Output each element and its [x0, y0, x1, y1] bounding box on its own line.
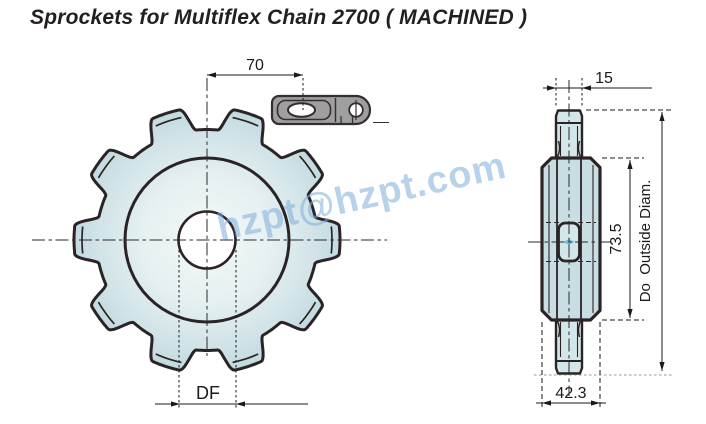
dim-df-label: DF	[196, 383, 220, 403]
hub-chamfer-lines	[548, 165, 594, 313]
page-title: Sprockets for Multiflex Chain 2700 ( MAC…	[30, 6, 528, 29]
dim-15: 15	[543, 70, 652, 108]
plate-edges-through-hub	[556, 159, 582, 319]
plate-face-lines	[559, 126, 579, 357]
tooth-root-fillets	[556, 140, 582, 338]
dim-42-3-arrow-right	[591, 400, 600, 406]
dim-42-3-arrow-left	[542, 400, 551, 406]
side-extension-lines	[534, 109, 672, 410]
dim-42-3: 42.3	[536, 385, 606, 406]
dim-73-5: 73.5	[608, 160, 633, 318]
dim-15-arrow-right	[582, 85, 591, 91]
hub-hidden-lines	[546, 222, 596, 262]
dim-15-arrow-left	[547, 85, 556, 91]
dim-15-label: 15	[595, 70, 613, 87]
dim-70-arrow-left	[207, 72, 216, 78]
dim-70: 70	[207, 57, 304, 110]
dim-73-5-label: 73.5	[608, 223, 625, 254]
dim-73-5-arrow-bottom	[627, 309, 633, 318]
chain-link-plate	[276, 99, 332, 121]
dim-70-label: 70	[246, 57, 264, 74]
dim-do-label: Do Outside Diam.	[637, 180, 654, 303]
chain-link-slot	[287, 102, 316, 118]
front-view: 70 DF	[32, 57, 389, 410]
dim-df-arrow-right	[236, 401, 245, 407]
side-view: 15 73.5 Do Outside Diam. 42.	[528, 70, 672, 410]
dim-df: DF	[155, 250, 308, 410]
dim-70-arrow-right	[294, 72, 303, 78]
dim-73-5-arrow-top	[627, 160, 633, 169]
dim-outside-diam: Do Outside Diam.	[637, 112, 665, 371]
dim-do-arrow-bottom	[659, 362, 665, 371]
dim-do-arrow-top	[659, 112, 665, 121]
chain-link	[270, 94, 389, 126]
dim-df-arrow-left	[171, 401, 180, 407]
dim-42-3-label: 42.3	[555, 385, 586, 402]
